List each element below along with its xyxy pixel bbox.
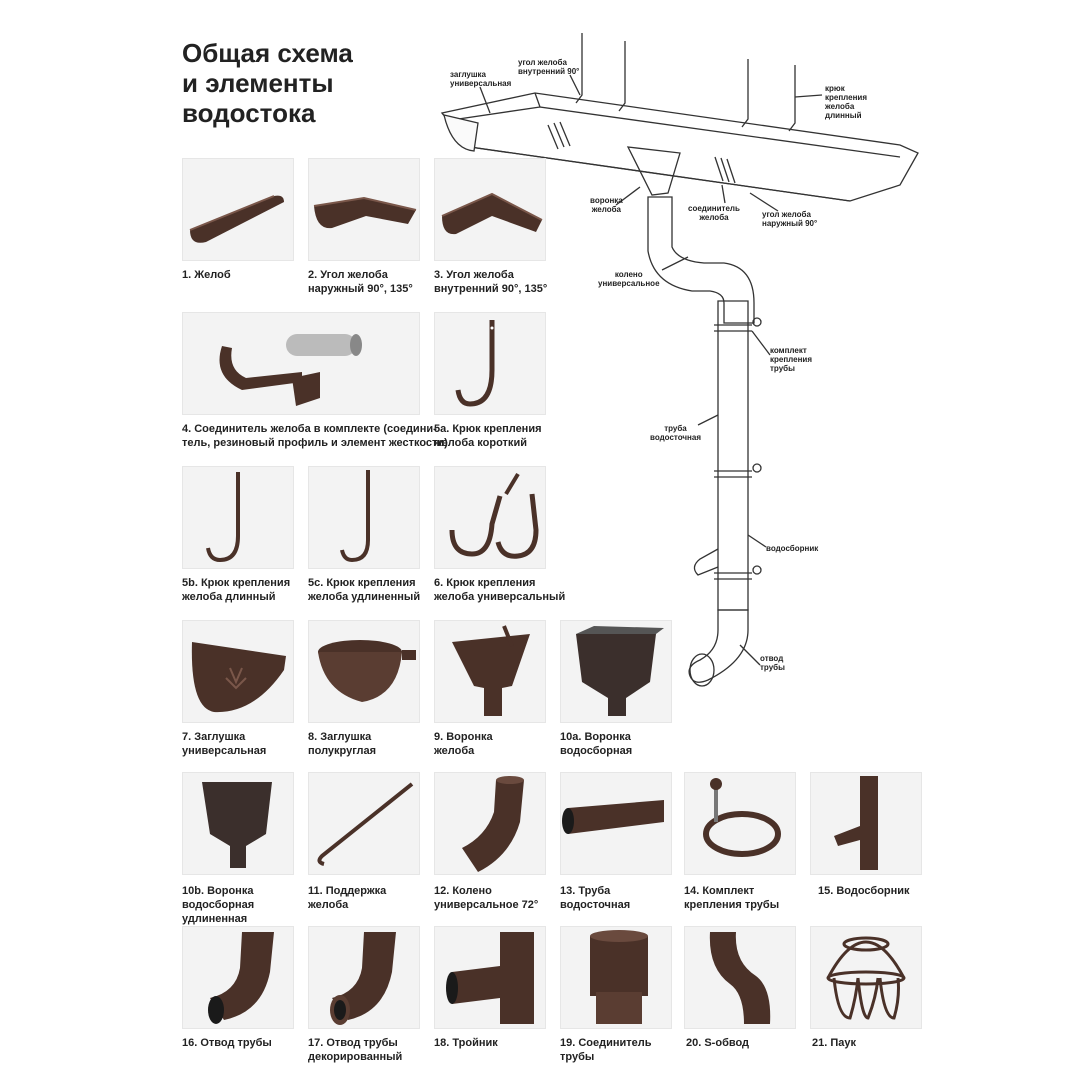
hook-outline xyxy=(741,59,749,128)
diagram-label-outlet: отвод трубы xyxy=(760,654,785,672)
item-caption-10b: 10b. Воронка водосборная удлиненная xyxy=(182,885,255,925)
item-caption-7: 7. Заглушка универсальная xyxy=(182,731,267,757)
item-caption-21: 21. Паук xyxy=(812,1037,856,1049)
item-caption-13: 13. Труба водосточная xyxy=(560,885,631,911)
item-image-pipe-outlet xyxy=(182,926,294,1029)
elbow-outline xyxy=(647,196,755,324)
item-caption-15: 15. Водосборник xyxy=(818,885,910,897)
funnel-outline xyxy=(626,146,681,196)
hook-outline xyxy=(575,33,583,104)
item-image-gutter-support xyxy=(308,772,420,875)
item-caption-9: 9. Воронка желоба xyxy=(434,731,493,757)
item-image-outer-corner xyxy=(308,158,420,261)
outlet-outline xyxy=(688,609,749,683)
item-caption-17: 17. Отвод трубы декорированный xyxy=(308,1037,403,1063)
item-image-hook-extended xyxy=(308,466,420,569)
item-image-cap-round xyxy=(308,620,420,723)
diagram-label-outer-corner: угол желоба наружный 90° xyxy=(762,210,818,228)
item-image-collector-funnel xyxy=(560,620,672,723)
downpipe-outline xyxy=(717,300,749,611)
item-image-clamp-kit xyxy=(684,772,796,875)
item-caption-10a: 10a. Воронка водосборная xyxy=(560,731,633,757)
item-image-pipe-outlet-decor xyxy=(308,926,420,1029)
item-image-collector-funnel-long xyxy=(182,772,294,875)
item-caption-16: 16. Отвод трубы xyxy=(182,1037,272,1049)
item-caption-4: 4. Соединитель желоба в комплекте (соеди… xyxy=(182,423,448,449)
diagram-label-pipe: труба водосточная xyxy=(650,424,701,442)
hook-outline xyxy=(618,41,626,112)
title-line-3: водостока xyxy=(182,98,316,128)
diagram-label-cap: заглушка универсальная xyxy=(450,70,512,88)
item-caption-20: 20. S-обвод xyxy=(686,1037,750,1049)
item-caption-6: 6. Крюк крепления желоба универсальный xyxy=(434,577,566,603)
item-caption-14: 14. Комплект крепления трубы xyxy=(684,885,780,911)
diagram-label-elbow: колено универсальное xyxy=(598,270,660,288)
item-image-gutter xyxy=(182,158,294,261)
diagram-label-hook-long: крюк крепления желоба длинный xyxy=(825,84,868,120)
page-title: Общая схема и элементы водостока xyxy=(182,38,353,128)
hook-outline xyxy=(788,65,796,132)
item-caption-12: 12. Колено универсальное 72° xyxy=(434,885,539,911)
item-image-collector xyxy=(810,772,922,875)
item-image-elbow-72 xyxy=(434,772,546,875)
item-image-downpipe xyxy=(560,772,672,875)
diagram-label-inner-corner: угол желоба внутренний 90° xyxy=(518,58,580,76)
diagram-label-connector: соединитель желоба xyxy=(688,204,740,222)
item-image-pipe-connector xyxy=(560,926,672,1029)
assembly-drawing xyxy=(440,33,919,687)
item-caption-18: 18. Тройник xyxy=(434,1037,498,1049)
item-image-hook-long xyxy=(182,466,294,569)
item-image-tee xyxy=(434,926,546,1029)
item-caption-5a: 5a. Крюк крепления желоба короткий xyxy=(434,423,542,449)
item-caption-3: 3. Угол желоба внутренний 90°, 135° xyxy=(434,269,548,295)
item-image-cap-universal xyxy=(182,620,294,723)
end-cap-outline xyxy=(443,114,479,152)
item-caption-1: 1. Желоб xyxy=(182,269,231,281)
item-caption-2: 2. Угол желоба наружный 90°, 135° xyxy=(308,269,413,295)
item-image-hook-universal xyxy=(434,466,546,569)
item-image-inner-corner xyxy=(434,158,546,261)
title-line-2: и элементы xyxy=(182,68,334,98)
assembly-diagram xyxy=(430,25,930,705)
item-caption-8: 8. Заглушка полукруглая xyxy=(308,731,377,757)
diagram-label-collector: водосборник xyxy=(766,544,819,553)
item-caption-11: 11. Поддержка желоба xyxy=(308,885,387,911)
title-line-1: Общая схема xyxy=(182,38,353,68)
item-image-gutter-connector xyxy=(182,312,420,415)
item-image-gutter-funnel xyxy=(434,620,546,723)
item-image-s-bend xyxy=(684,926,796,1029)
item-image-spider xyxy=(810,926,922,1029)
diagram-label-funnel: воронка желоба xyxy=(590,196,623,214)
diagram-label-clamp-kit: комплект крепления трубы xyxy=(770,346,813,373)
item-caption-5c: 5c. Крюк крепления желоба удлиненный xyxy=(308,577,421,603)
item-image-hook-short xyxy=(434,312,546,415)
item-caption-19: 19. Соединитель трубы xyxy=(560,1037,652,1063)
item-caption-5b: 5b. Крюк крепления желоба длинный xyxy=(182,577,291,603)
